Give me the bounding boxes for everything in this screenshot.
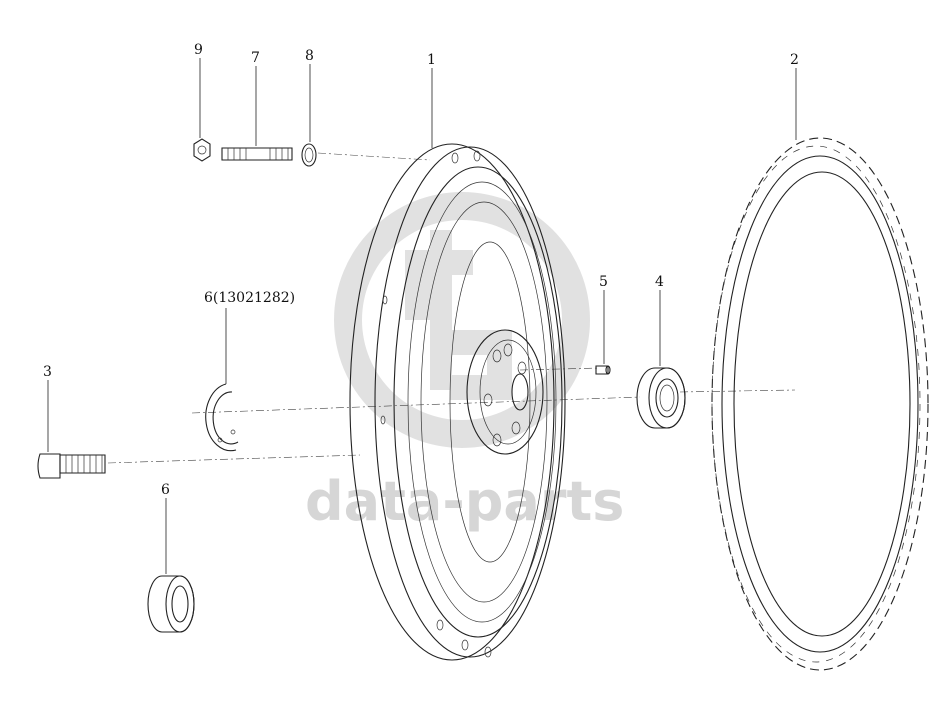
callout-part-8: 8 [305, 48, 314, 64]
pilot-bearing [636, 367, 686, 429]
snap-ring [205, 383, 239, 452]
callout-part-6-ring: 6(13021282) [204, 290, 295, 306]
callout-part-1: 1 [427, 52, 436, 68]
callout-part-9: 9 [194, 42, 203, 58]
callout-part-4: 4 [655, 274, 664, 290]
callouts: 1 2 3 4 5 6(13021282) 6 7 8 9 [43, 42, 799, 498]
callout-part-7: 7 [251, 50, 260, 66]
stud [221, 147, 293, 161]
callout-part-6-bearing: 6 [161, 482, 170, 498]
watermark-logo [334, 192, 590, 448]
hex-nut [193, 138, 211, 162]
watermark-text: data-parts [305, 470, 624, 533]
bolt [37, 453, 106, 479]
callout-part-3: 3 [43, 364, 52, 380]
bearing [147, 575, 195, 633]
washer [301, 143, 317, 167]
leader-lines [47, 58, 797, 574]
ring-gear [711, 137, 929, 671]
flywheel [349, 143, 566, 661]
callout-part-2: 2 [790, 52, 799, 68]
callout-part-5: 5 [599, 274, 608, 290]
dowel-pin [595, 365, 611, 375]
